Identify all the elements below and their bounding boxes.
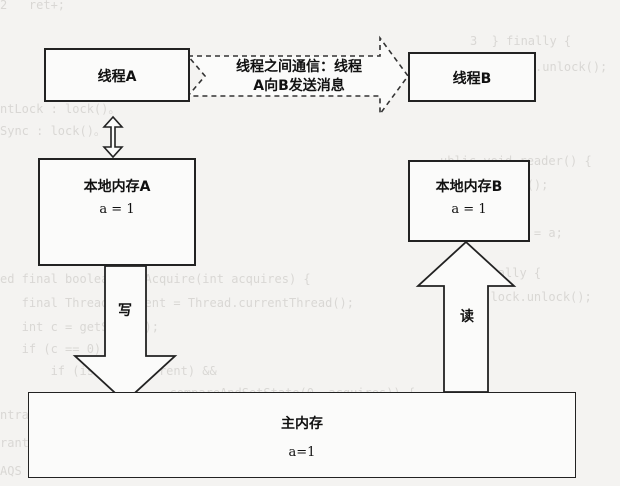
- communication-arrow: [186, 35, 409, 117]
- local-memory-b-value: a = 1: [451, 202, 487, 217]
- communication-label-line2: A向B发送消息: [253, 78, 345, 94]
- local-memory-b-box: 本地内存B a = 1: [408, 160, 530, 242]
- thread-b-title: 线程B: [452, 71, 492, 87]
- local-memory-a-value: a = 1: [99, 202, 135, 217]
- sync-arrow-a: [102, 115, 124, 159]
- thread-a-title: 线程A: [97, 69, 137, 85]
- main-memory-value: a=1: [288, 445, 316, 460]
- communication-label: 线程之间通信：线程 A向B发送消息: [214, 58, 384, 96]
- local-memory-a-box: 本地内存A a = 1: [38, 158, 196, 266]
- thread-a-box: 线程A: [44, 48, 190, 102]
- local-memory-a-title: 本地内存A: [83, 179, 151, 195]
- main-memory-box: 主内存 a=1: [28, 392, 576, 478]
- main-memory-title: 主内存: [281, 416, 323, 432]
- communication-label-line1: 线程之间通信：线程: [236, 59, 362, 75]
- local-memory-b-title: 本地内存B: [435, 179, 503, 195]
- thread-b-box: 线程B: [408, 52, 536, 102]
- write-label: 写: [118, 303, 132, 319]
- read-label: 读: [460, 309, 474, 325]
- write-arrow: [72, 265, 178, 404]
